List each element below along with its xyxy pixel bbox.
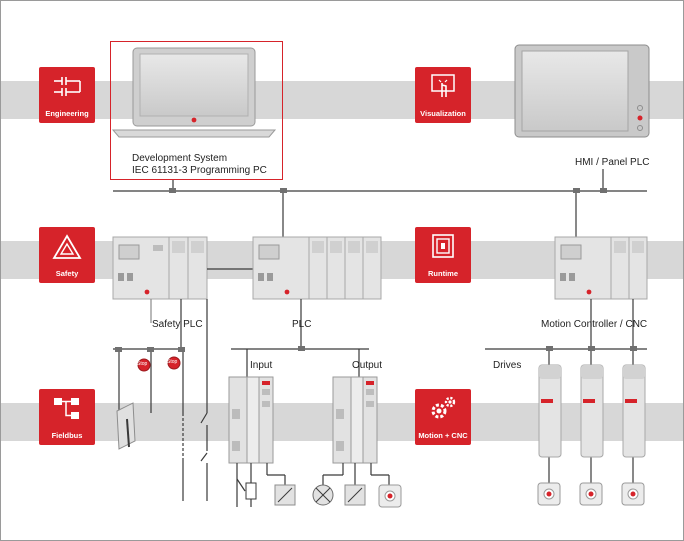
hmi-label: HMI / Panel PLC xyxy=(575,157,650,168)
input-label: Input xyxy=(250,360,273,371)
tile-safety: Safety xyxy=(39,227,95,283)
analog-input-sensor xyxy=(274,484,296,506)
tile-fieldbus: Fieldbus xyxy=(39,389,95,445)
tile-visualization: Visualization xyxy=(415,67,471,123)
plc-label: PLC xyxy=(292,319,312,330)
laptop-device xyxy=(111,47,277,138)
tile-safety-label: Safety xyxy=(55,269,79,278)
touch-screen-icon xyxy=(431,74,455,97)
servo-motor-3 xyxy=(621,482,645,506)
output-label: Output xyxy=(352,360,383,371)
warning-triangle-icon xyxy=(52,234,82,259)
drive-3 xyxy=(622,364,646,458)
tile-engineering-label: Engineering xyxy=(45,109,89,118)
tile-motion-cnc-label: Motion + CNC xyxy=(418,431,468,440)
dev-system-sublabel: IEC 61131-3 Programming PC xyxy=(132,165,267,176)
emergency-stop-2 xyxy=(167,356,181,370)
network-icon xyxy=(54,398,79,419)
tile-motion-cnc: Motion + CNC xyxy=(415,389,471,445)
servo-motor-2 xyxy=(579,482,603,506)
runtime-icon xyxy=(432,234,454,258)
input-module xyxy=(228,376,274,464)
drives-label: Drives xyxy=(493,360,522,371)
hmi-panel-device xyxy=(514,44,650,138)
plc-rack xyxy=(252,236,382,300)
io-field-wiring xyxy=(236,463,390,507)
gears-icon xyxy=(431,396,456,419)
servo-motor-1 xyxy=(537,482,561,506)
lamp-output xyxy=(312,484,334,506)
emergency-stop-1 xyxy=(137,358,151,372)
motion-controller-rack xyxy=(554,236,648,300)
tile-engineering: Engineering xyxy=(39,67,95,123)
drive-2 xyxy=(580,364,604,458)
tile-visualization-label: Visualization xyxy=(420,109,466,118)
tile-runtime: Runtime xyxy=(415,227,471,283)
ethernet-network xyxy=(113,169,647,237)
safety-light-curtain xyxy=(116,402,136,450)
motor-output xyxy=(378,484,402,508)
development-system-frame xyxy=(110,41,283,180)
drive-1 xyxy=(538,364,562,458)
safety-plc-label: Safety PLC xyxy=(152,319,203,330)
dev-system-label: Development System xyxy=(132,153,228,164)
stop-label-1: Stop xyxy=(137,361,148,367)
motion-controller-label: Motion Controller / CNC xyxy=(541,319,648,330)
tile-fieldbus-label: Fieldbus xyxy=(51,431,83,440)
safety-plc-rack xyxy=(112,236,208,300)
stop-label-2: Stop xyxy=(167,359,178,365)
analog-output-device xyxy=(344,484,366,506)
drive-bus xyxy=(485,299,647,483)
tile-runtime-label: Runtime xyxy=(428,269,458,278)
output-module xyxy=(332,376,378,464)
engineering-icon xyxy=(54,77,81,96)
sensor-resistor xyxy=(245,482,257,500)
